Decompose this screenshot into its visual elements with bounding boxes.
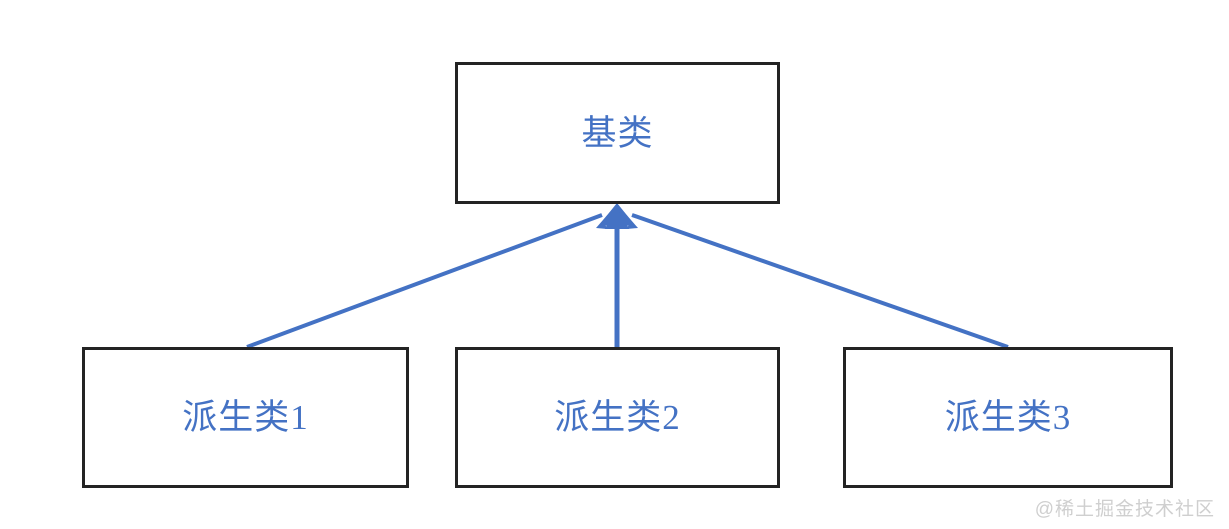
- class-box-derived-1[interactable]: 派生类1: [82, 347, 409, 488]
- class-box-derived-2-label: 派生类2: [554, 398, 681, 437]
- class-box-derived-3[interactable]: 派生类3: [843, 347, 1173, 488]
- class-box-base[interactable]: 基类: [455, 62, 780, 204]
- class-box-derived-3-label: 派生类3: [944, 398, 1072, 437]
- class-box-base-label: 基类: [581, 113, 654, 153]
- watermark-text: @稀土掘金技术社区: [1034, 499, 1215, 520]
- connector-derived-1-to-base: [246, 203, 617, 349]
- class-box-derived-2[interactable]: 派生类2: [455, 347, 780, 488]
- connector-derived-3-to-base: [617, 203, 1009, 349]
- class-box-derived-1-label: 派生类1: [182, 398, 309, 437]
